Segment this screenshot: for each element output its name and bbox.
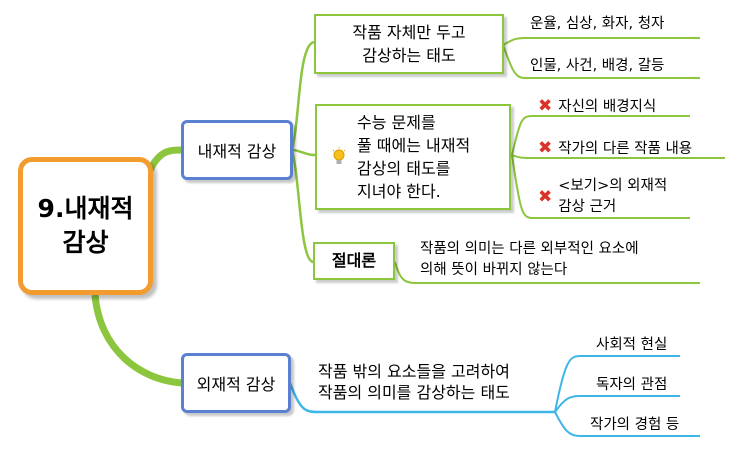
exam-item-3-label: <보기>의 외재적 감상 근거 <box>558 178 668 216</box>
exam-item-2-label: 작가의 다른 작품 내용 <box>558 141 693 157</box>
exam-item-3: ✖<보기>의 외재적 감상 근거 <box>538 176 667 218</box>
lightbulb-icon <box>332 147 346 164</box>
x-mark-icon: ✖ <box>538 186 553 207</box>
external-item-3: 작가의 경험 등 <box>590 417 680 433</box>
attitude-item-1: 운율, 심상, 화자, 청자 <box>530 16 665 32</box>
exam-text: 수능 문제를 풀 때에는 내재적 감상의 태도를 지녀야 한다. <box>357 112 471 202</box>
attitude-item-2: 인물, 사건, 배경, 갈등 <box>530 58 665 74</box>
exam-item-2: ✖ 작가의 다른 작품 내용 <box>538 136 692 161</box>
exam-item-1: ✖ 자신의 배경지식 <box>538 94 656 119</box>
x-mark-icon: ✖ <box>538 138 553 158</box>
exam-item-1-label: 자신의 배경지식 <box>558 99 657 115</box>
internal-appreciation-node: 내재적 감상 <box>181 120 293 180</box>
absolute-text: 작품의 의미는 다른 외부적인 요소에 의해 뜻이 바뀌지 않는다 <box>420 241 639 279</box>
external-item-1: 사회적 현실 <box>596 337 668 353</box>
attitude-node: 작품 자체만 두고 감상하는 태도 <box>314 14 504 74</box>
internal-label: 내재적 감상 <box>197 142 277 161</box>
external-label: 외재적 감상 <box>196 375 276 394</box>
external-text: 작품 밖의 요소들을 고려하여 작품의 의미를 감상하는 태도 <box>318 362 510 402</box>
root-title: 9.내재적 감상 <box>37 194 134 257</box>
external-appreciation-node: 외재적 감상 <box>181 353 291 413</box>
root-node: 9.내재적 감상 <box>18 157 153 295</box>
external-item-2: 독자의 관점 <box>596 377 668 393</box>
x-mark-icon: ✖ <box>538 96 553 116</box>
attitude-text: 작품 자체만 두고 감상하는 태도 <box>352 22 466 65</box>
exam-node: 수능 문제를 풀 때에는 내재적 감상의 태도를 지녀야 한다. <box>315 104 511 210</box>
absolute-node: 절대론 <box>313 242 395 280</box>
absolute-label: 절대론 <box>331 251 377 271</box>
